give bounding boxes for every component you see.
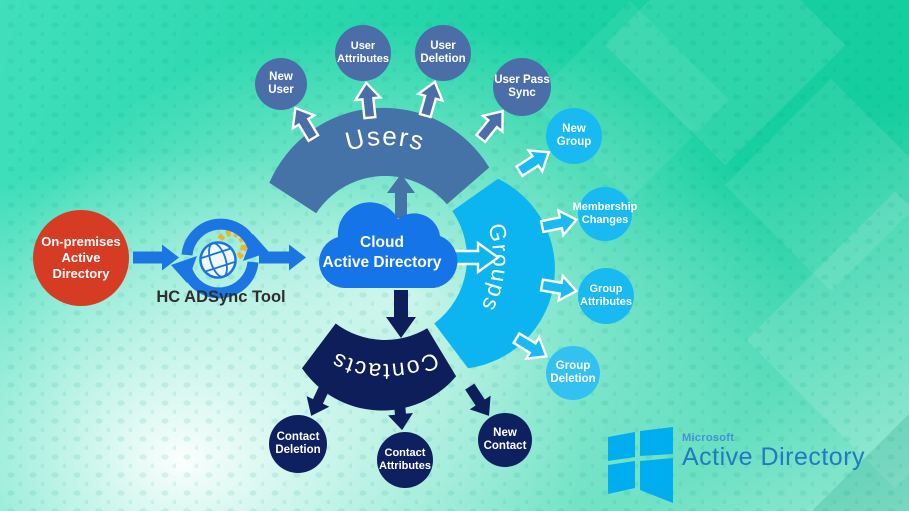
contact-deletion-node: Contact Deletion <box>269 415 327 473</box>
cloud-active-directory-label: Cloud Active Directory <box>322 234 442 272</box>
onprem-active-directory-node: On-premises Active Directory <box>33 210 129 306</box>
groups-arc-segment <box>434 178 555 369</box>
globe-icon <box>199 241 237 279</box>
arrow-sync-to-cloud <box>259 244 306 271</box>
logo-brand-text: Microsoft <box>682 432 735 444</box>
group-attributes-node: Group Attributes <box>578 268 634 324</box>
new-group-node: New Group <box>546 108 602 164</box>
membership-changes-node: Membership Changes <box>573 187 637 241</box>
sync-arrow-top <box>181 218 259 256</box>
cloud-shape <box>319 202 458 288</box>
user-deletion-node: User Deletion <box>415 25 471 81</box>
group-deletion-node: Group Deletion <box>546 346 600 400</box>
arrow-cloud-to-contacts <box>386 290 416 338</box>
new-user-node: New User <box>255 58 307 110</box>
arrow-onprem-to-sync <box>133 244 179 271</box>
arrow-cloud-to-users <box>387 174 415 218</box>
arrow-to-user-deletion <box>412 77 449 121</box>
users-arc-segment <box>269 107 490 214</box>
user-pass-sync-node: User Pass Sync <box>493 58 551 116</box>
logo-product-text: Active Directory <box>682 443 866 471</box>
user-attributes-node: User Attributes <box>335 25 391 81</box>
microsoft-active-directory-logo: Microsoft Active Directory <box>682 432 865 470</box>
adsync-tool-label: HC ADSync Tool <box>156 288 286 306</box>
sync-arrowhead-right <box>243 234 269 261</box>
contact-attributes-node: Contact Attributes <box>377 432 433 488</box>
adsync-icon <box>171 218 269 299</box>
sync-arrow-bottom <box>181 261 259 299</box>
contacts-arc-segment <box>302 323 457 411</box>
new-contact-node: New Contact <box>478 413 532 467</box>
windows-flag-icon <box>608 427 673 503</box>
sync-arrowhead-left <box>171 256 197 283</box>
